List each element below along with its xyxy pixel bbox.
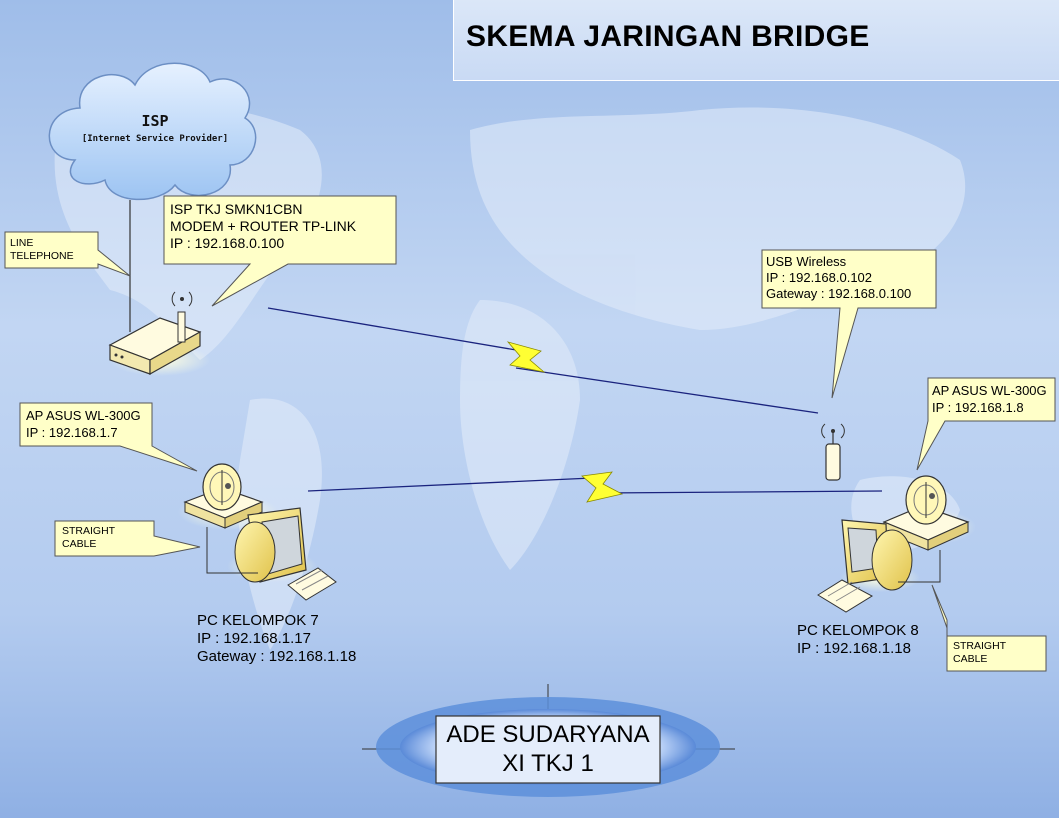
callout-ap-left-line1: AP ASUS WL-300G bbox=[26, 408, 141, 423]
callout-ap-right-line2: IP : 192.168.1.8 bbox=[932, 400, 1024, 415]
access-point-left bbox=[183, 463, 264, 529]
callout-cable-right-shape bbox=[931, 584, 1047, 672]
callout-line-telephone-line1: LINE bbox=[10, 237, 34, 249]
callout-ap-left: AP ASUS WL-300G IP : 192.168.1.7 bbox=[26, 407, 141, 441]
wireless-link-ap-ap bbox=[307, 471, 883, 503]
straight-cable-left bbox=[206, 527, 258, 574]
callout-isp-router-line2: MODEM + ROUTER TP-LINK bbox=[170, 218, 357, 234]
isp-cloud-subtitle: [Internet Service Provider] bbox=[81, 134, 229, 144]
isp-cloud-label: ISP [Internet Service Provider] bbox=[60, 112, 250, 144]
callout-cable-right-line2: CABLE bbox=[953, 653, 988, 665]
callout-line-telephone-shape bbox=[4, 231, 131, 277]
pc7-name: PC KELOMPOK 7 bbox=[197, 612, 319, 629]
callout-isp-router-shape bbox=[163, 195, 397, 307]
signature-class: XI TKJ 1 bbox=[502, 750, 594, 777]
callout-ap-left-shape bbox=[19, 402, 198, 472]
signature-text: ADE SUDARYANA XI TKJ 1 bbox=[436, 720, 660, 778]
callout-cable-left-shape bbox=[54, 520, 201, 557]
callout-ap-right: AP ASUS WL-300G IP : 192.168.1.8 bbox=[932, 382, 1047, 416]
callout-ap-left-line2: IP : 192.168.1.7 bbox=[26, 425, 118, 440]
callout-isp-router-line1: ISP TKJ SMKN1CBN bbox=[170, 201, 303, 217]
callout-isp-router-line3: IP : 192.168.0.100 bbox=[170, 235, 285, 251]
pc-kelompok-7-device bbox=[234, 507, 337, 601]
access-point-right bbox=[882, 475, 970, 551]
callout-ap-right-shape bbox=[916, 377, 1056, 471]
signature-emblem bbox=[362, 684, 735, 797]
pc7-gateway: Gateway : 192.168.1.18 bbox=[197, 648, 357, 665]
callout-ap-right-line1: AP ASUS WL-300G bbox=[932, 383, 1047, 398]
pc8-ip: IP : 192.168.1.18 bbox=[797, 640, 911, 657]
pc-kelompok-8-device bbox=[817, 519, 913, 613]
wireless-link-isp-usb bbox=[267, 307, 819, 414]
straight-cable-right bbox=[898, 550, 941, 583]
pc8-name: PC KELOMPOK 8 bbox=[797, 622, 919, 639]
isp-cloud-shape bbox=[48, 62, 257, 201]
callout-usb-wireless-line3: Gateway : 192.168.0.100 bbox=[766, 286, 912, 301]
callout-usb-wireless-line1: USB Wireless bbox=[766, 254, 847, 269]
signature-name: ADE SUDARYANA bbox=[446, 721, 650, 748]
isp-cloud-title: ISP bbox=[141, 112, 169, 130]
callout-usb-wireless-line2: IP : 192.168.0.102 bbox=[766, 270, 873, 285]
callout-line-telephone-line2: TELEPHONE bbox=[10, 250, 74, 262]
callout-cable-left-line2: CABLE bbox=[62, 538, 97, 550]
usb-wireless-device bbox=[821, 423, 845, 481]
callout-usb-wireless-shape bbox=[761, 249, 937, 399]
callout-cable-right-line1: STRAIGHT bbox=[953, 640, 1007, 652]
isp-router-device bbox=[108, 291, 202, 376]
callout-cable-left-line1: STRAIGHT bbox=[62, 525, 116, 537]
pc7-ip: IP : 192.168.1.17 bbox=[197, 630, 311, 647]
page-title: SKEMA JARINGAN BRIDGE bbox=[466, 20, 870, 53]
title-banner bbox=[453, 0, 1059, 81]
